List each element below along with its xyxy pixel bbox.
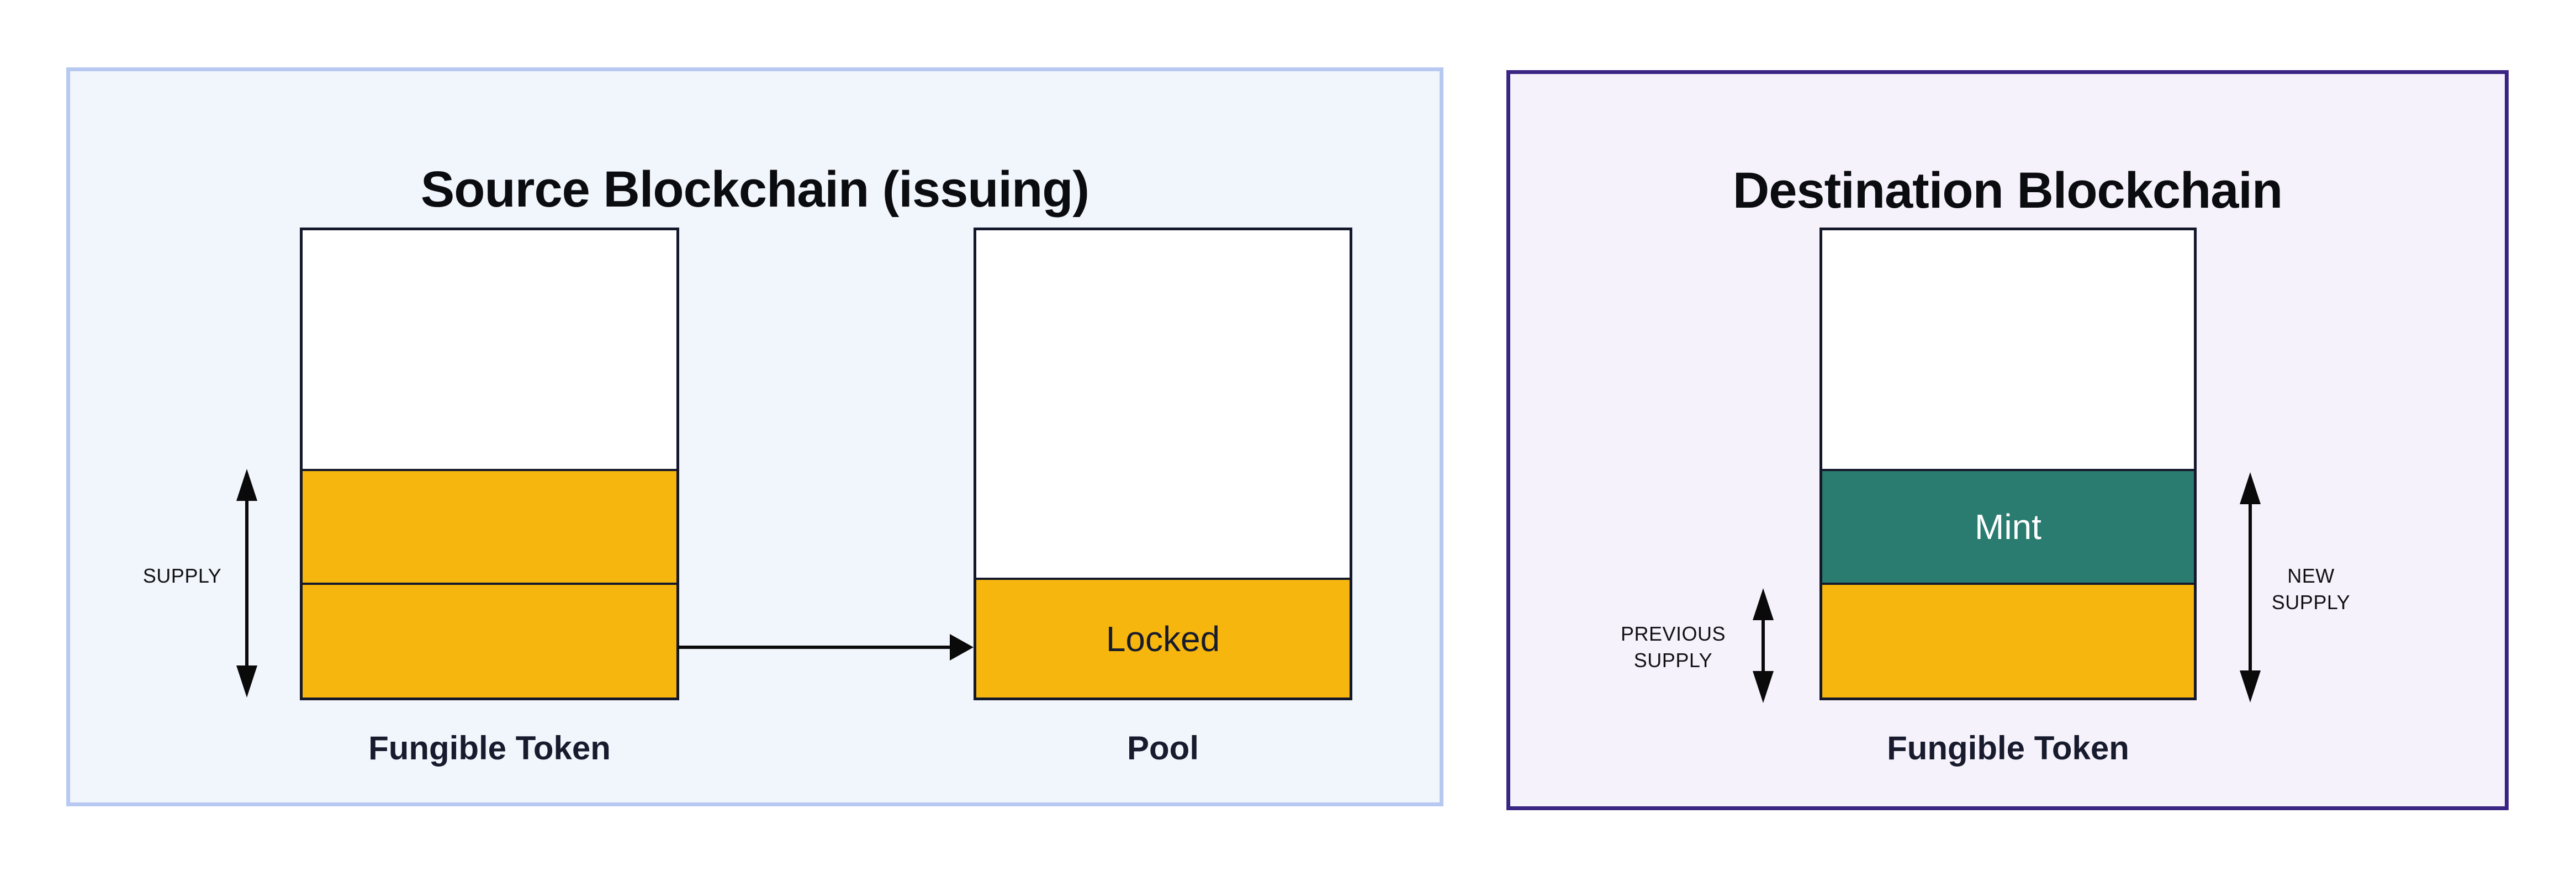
segment-empty xyxy=(976,230,1350,578)
source-fungible-token-bar xyxy=(300,228,679,700)
supply-annotation: SUPPLY xyxy=(142,564,222,587)
destination-panel-title: Destination Blockchain xyxy=(1732,162,2283,219)
segment-supply-lower xyxy=(303,583,676,698)
new-supply-range-double-arrow-icon xyxy=(2240,472,2261,702)
source-panel-title: Source Blockchain (issuing) xyxy=(420,161,1089,218)
segment-previous-supply xyxy=(1822,583,2194,698)
segment-locked: Locked xyxy=(976,578,1350,698)
source-blockchain-panel: Source Blockchain (issuing) Fungible Tok… xyxy=(66,67,1443,806)
previous-supply-annotation: PREVIOUS SUPPLY xyxy=(1620,622,1726,672)
destination-fungible-token-bar: Mint xyxy=(1819,228,2197,700)
destination-token-bar-label: Fungible Token xyxy=(1887,730,2129,767)
lock-transfer-right-arrow-icon xyxy=(678,634,974,661)
segment-empty xyxy=(303,230,676,469)
segment-supply-upper xyxy=(303,469,676,583)
previous-supply-range-double-arrow-icon xyxy=(1753,588,1774,703)
pool-bar: Locked xyxy=(974,228,1352,700)
locked-label: Locked xyxy=(1105,619,1220,659)
segment-mint: Mint xyxy=(1822,469,2194,583)
supply-range-double-arrow-icon xyxy=(236,469,257,698)
segment-empty xyxy=(1822,230,2194,469)
mint-label: Mint xyxy=(1975,507,2041,547)
destination-blockchain-panel: Destination Blockchain Mint Fungible Tok… xyxy=(1506,70,2509,810)
new-supply-annotation: NEW SUPPLY xyxy=(2271,564,2351,614)
source-token-bar-label: Fungible Token xyxy=(368,730,611,767)
pool-bar-label: Pool xyxy=(1127,730,1199,767)
